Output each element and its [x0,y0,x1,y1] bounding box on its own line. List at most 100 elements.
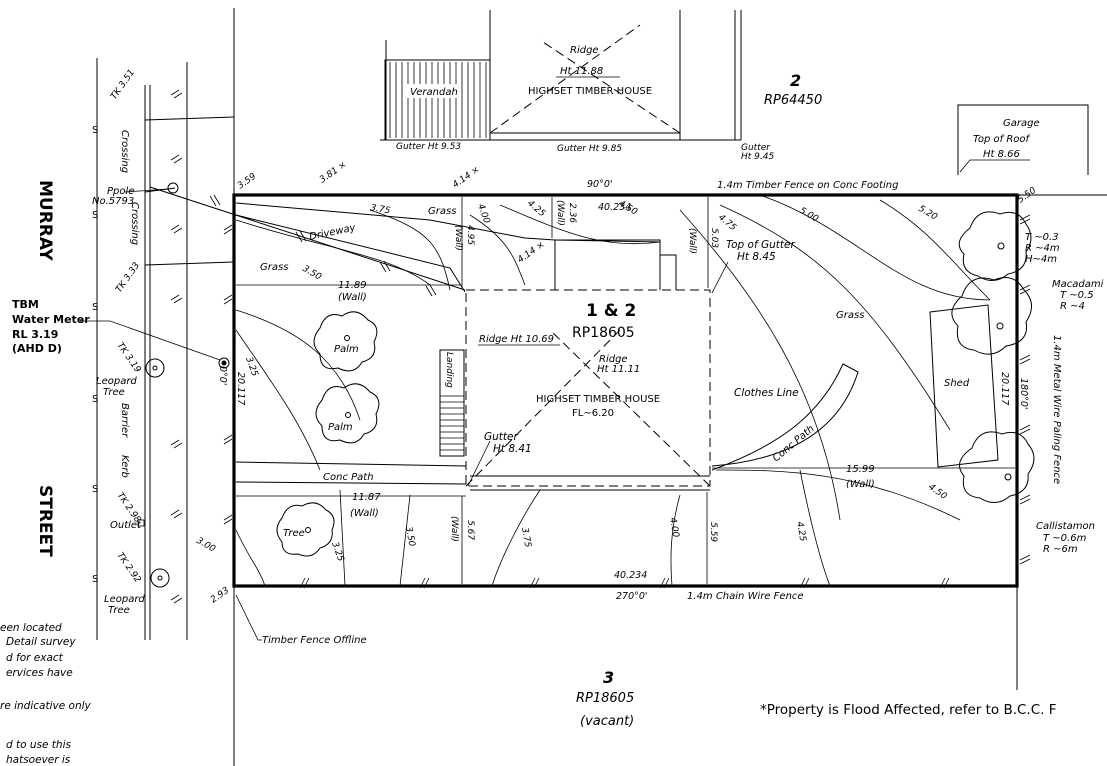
tbm-line: Water Meter [12,313,90,326]
dimension-wall: (Wall) [338,292,367,303]
north-bearing: 90°0' [587,179,613,190]
dimension-value: 5.67 [465,520,475,540]
lot-north-plan: RP64450 [764,93,822,108]
east-bearing: 180°0' [1018,378,1029,410]
kerb-level: TK 3.19 [115,341,143,375]
tree-icon [951,277,1032,355]
dimension-value: 11.87 [352,492,381,503]
dimension-wall: (Wall) [449,516,459,542]
garage-roof-label: Top of Roof [973,134,1031,145]
kerb-level: TK 2.92 [115,551,143,585]
dimension-wall: (Wall) [453,225,463,251]
street-reserve: S S S S S S [92,8,235,766]
landing-label: Landing [444,352,454,388]
contour-label: 5.20 [917,204,940,223]
contour-label: 4.00 [667,517,680,539]
ridge-height: Ridge Ht 10.69 [479,334,554,345]
tree-spec: R ~4 [1060,301,1085,312]
conc-path-label: Conc Path [771,423,817,464]
power-pole-icon [167,182,179,194]
sewer-marker: S [92,484,98,495]
ppole-label: Ppole [107,186,134,197]
spot-level: 5.50 [1016,186,1038,206]
street-name-street: STREET [35,485,55,557]
tbm-title: TBM [12,298,39,311]
note-line: Detail survey [6,636,76,648]
contour-label: 4.25 [794,521,807,543]
leopard-tree-label: Leopard [96,376,137,387]
water-meter-icon [218,357,230,369]
crossing-label: Crossing [119,130,130,173]
north-ridge-height: Ht 11.88 [560,66,603,77]
grass-label: Grass [260,262,288,273]
contour-label: 4.00 [475,203,491,226]
grass-label: Grass [428,206,456,217]
dimension-value: 15.99 [846,464,875,475]
tree-label: Tree [283,528,305,539]
tree-name: Macadami [1052,279,1104,290]
tree-spec: T ~0.5 [1060,290,1094,301]
palm-label: Palm [328,422,353,433]
note-line: ervices have [6,667,73,679]
main-house-label: HIGHSET TIMBER HOUSE [536,394,660,405]
north-gutter-height: Gutter Ht 9.85 [557,144,622,154]
dimension-wall: (Wall) [350,508,379,519]
clothes-line-label: Clothes Line [734,387,799,399]
street-name-murray: MURRAY [35,180,55,261]
west-length: 20.117 [235,372,246,405]
driveway-edges [149,186,661,293]
flood-note: *Property is Flood Affected, refer to B.… [760,702,1057,718]
dimension-wall: (Wall) [846,479,875,490]
sewer-marker: S [92,125,98,136]
service-ticks [209,194,437,297]
shed-outline [929,304,999,468]
ppole-number: No.5793 [92,196,134,207]
spot-level: 4.14 × [516,240,547,266]
dimension-lines [236,197,1015,584]
tree-icon [276,502,335,557]
dimension-wall: (Wall) [555,200,565,226]
spot-level: 2.93 [209,586,231,606]
south-bearing: 270°0' [616,591,648,602]
dimension-value: 4.95 [465,225,475,245]
tree-spec: R ~6m [1043,544,1078,555]
contour-label: 5.00 [798,206,821,225]
palm-tree-icon [313,311,378,372]
contour-label: 3.50 [301,264,324,283]
verandah-label: Verandah [410,87,458,98]
palm-label: Palm [334,344,359,355]
driveway-label: Driveway [308,222,357,243]
kerb-level: TK 3.33 [114,261,142,295]
north-fence-label: 1.4m Timber Fence on Conc Footing [717,180,898,191]
tbm-line: (AHD D) [12,342,62,355]
tree-icon [958,211,1032,281]
ridge-height-2: Ht 11.11 [597,364,640,375]
sewer-marker: S [92,210,98,221]
shed-label: Shed [944,378,970,389]
leopard-tree-icon [150,568,170,588]
south-fence-label: 1.4m Chain Wire Fence [687,591,804,602]
north-length: 40.234 [598,202,631,213]
gutter-label: Gutter [484,431,518,443]
west-bearing: 0°0' [217,366,228,385]
top-gutter-label: Top of Gutter [726,239,795,251]
spot-level: 4.14 × [451,165,482,191]
contour-label: 4.50 [617,199,640,218]
crossing-label: Crossing [129,202,140,245]
lot-north-number: 2 [790,71,801,90]
garage-label: Garage [1003,118,1040,129]
top-gutter-height: Ht 8.45 [737,251,776,263]
palm-tree-icon [315,383,380,444]
dimension-value: 2.36 [567,203,577,223]
outlet-label: Outlet [110,520,142,531]
leopard-tree-icon [145,358,165,378]
lot-south-plan: RP18605 [576,691,634,706]
dimension-value: 5.03 [709,228,719,248]
spot-level: 3.81 × [318,160,349,186]
note-line: een located [0,622,62,634]
contour-lines [235,194,991,587]
verandah-label-bg [405,84,460,98]
south-length: 40.234 [614,570,647,581]
gutter-height: Ht 8.41 [493,443,532,455]
fence-ticks [223,214,1031,589]
